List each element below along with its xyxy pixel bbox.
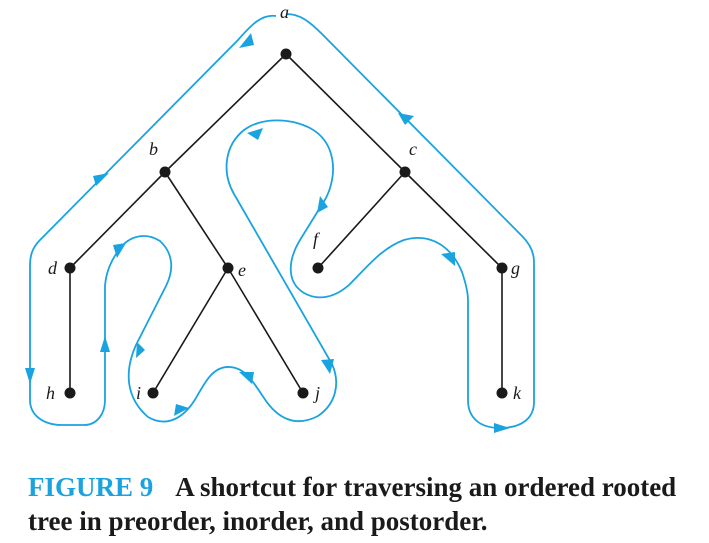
node-label-f: f bbox=[313, 229, 321, 249]
tree-nodes bbox=[64, 48, 508, 399]
edge-e-i bbox=[152, 267, 229, 394]
node-label-h: h bbox=[46, 383, 55, 403]
node-c bbox=[399, 166, 411, 178]
node-j bbox=[297, 387, 309, 399]
node-label-c: c bbox=[409, 139, 417, 159]
edge-b-e bbox=[164, 171, 229, 269]
node-i bbox=[147, 387, 159, 399]
traversal-arrow bbox=[174, 404, 189, 416]
edge-a-c bbox=[285, 53, 406, 173]
traversal-arrow bbox=[136, 342, 145, 358]
traversal-arrow bbox=[494, 423, 510, 433]
node-a bbox=[280, 48, 292, 60]
node-label-j: j bbox=[313, 383, 320, 403]
node-labels: a b c d e f g h i j k bbox=[46, 2, 522, 403]
traversal-arrow bbox=[441, 252, 455, 266]
traversal-arrow bbox=[239, 33, 254, 48]
tree-edges bbox=[69, 53, 503, 394]
node-b bbox=[159, 166, 171, 178]
node-label-k: k bbox=[513, 383, 522, 403]
traversal-arrow bbox=[100, 336, 110, 352]
traversal-arrow bbox=[239, 372, 254, 384]
edge-c-g bbox=[404, 171, 503, 269]
node-label-i: i bbox=[136, 383, 141, 403]
node-label-e: e bbox=[238, 260, 246, 280]
traversal-arrow bbox=[317, 196, 328, 213]
traversal-contour bbox=[29, 13, 535, 429]
node-h bbox=[64, 387, 76, 399]
edge-c-f bbox=[317, 171, 406, 269]
traversal-arrow bbox=[398, 113, 414, 125]
traversal-arrow bbox=[93, 173, 109, 186]
node-f bbox=[312, 262, 324, 274]
traversal-arrow bbox=[25, 368, 35, 384]
node-label-d: d bbox=[48, 258, 58, 278]
node-g bbox=[496, 262, 508, 274]
node-d bbox=[64, 262, 76, 274]
node-label-b: b bbox=[149, 139, 158, 159]
traversal-arrow bbox=[321, 359, 334, 374]
node-e bbox=[222, 262, 234, 274]
figure-caption-text: A shortcut for traversing an ordered roo… bbox=[28, 472, 677, 536]
node-label-a: a bbox=[280, 2, 289, 22]
traversal-arrow bbox=[113, 243, 126, 258]
edge-e-j bbox=[227, 267, 304, 394]
edge-b-d bbox=[69, 171, 166, 269]
tree-traversal-diagram: a b c d e f g h i j k bbox=[25, 2, 535, 433]
edge-a-b bbox=[164, 53, 287, 173]
node-k bbox=[496, 387, 508, 399]
figure-number: FIGURE 9 bbox=[28, 472, 154, 502]
traversal-arrow bbox=[247, 128, 263, 140]
node-label-g: g bbox=[511, 258, 520, 278]
